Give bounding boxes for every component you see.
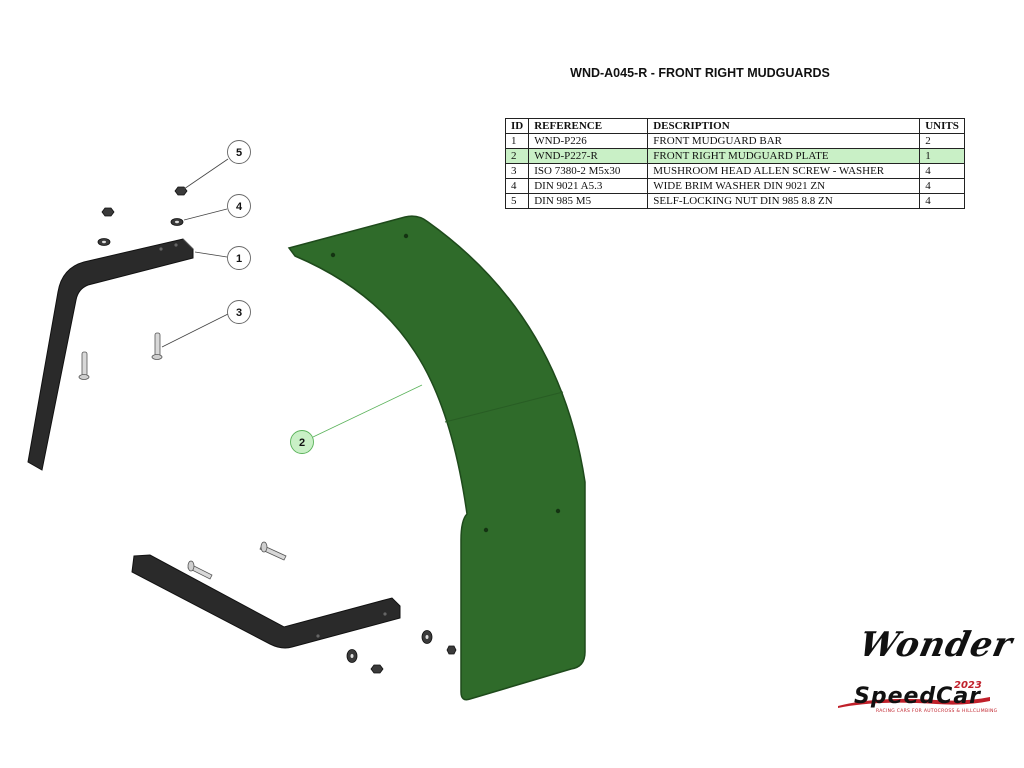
- wonder-logo: Wonder: [855, 625, 1017, 665]
- callout-2-highlighted: 2: [290, 430, 314, 454]
- row-units: 4: [919, 193, 965, 209]
- speedcar-year: 2023: [954, 680, 982, 691]
- speedcar-tagline: RACING CARS FOR AUTOCROSS & HILLCLIMBING: [876, 709, 998, 714]
- nut-left: [101, 207, 115, 217]
- table-header-row: ID REFERENCE DESCRIPTION UNITS: [504, 118, 965, 134]
- screw-lower-2: [187, 560, 213, 580]
- callout-5-label: 5: [236, 147, 242, 159]
- callout-3-label: 3: [236, 307, 242, 319]
- screw-left: [78, 351, 90, 380]
- nut-group: [101, 186, 457, 674]
- washer-group: [97, 218, 433, 663]
- washer-lower-2: [346, 649, 358, 663]
- row-units: 1: [919, 148, 965, 164]
- nut-lower-1: [446, 645, 457, 655]
- leader-line-1: [194, 251, 228, 258]
- washer-left: [97, 238, 111, 246]
- callout-1: 1: [227, 246, 251, 270]
- screw-lower-1: [259, 541, 287, 561]
- mudguard-bar-lower: [131, 554, 401, 649]
- callout-1-label: 1: [236, 253, 242, 265]
- callout-4: 4: [227, 194, 251, 218]
- callout-4-label: 4: [236, 201, 243, 213]
- callout-3: 3: [227, 300, 251, 324]
- speedcar-wordmark: SpeedCar: [854, 684, 982, 709]
- speedcar-swoosh-icon: [838, 697, 990, 708]
- callout-2-label: 2: [299, 437, 305, 449]
- mudguard-plate: [287, 215, 586, 701]
- row-units: 4: [919, 178, 965, 194]
- leader-line-4: [183, 208, 228, 221]
- row-description: FRONT MUDGUARD BAR: [647, 133, 921, 149]
- row-description: MUSHROOM HEAD ALLEN SCREW - WASHER: [647, 163, 921, 179]
- screw-group: [78, 332, 287, 580]
- row-description: SELF-LOCKING NUT DIN 985 8.8 ZN: [647, 193, 921, 209]
- washer-top: [170, 218, 184, 226]
- nut-lower-2: [370, 664, 384, 674]
- table-row: 5 DIN 985 M5 SELF-LOCKING NUT DIN 985 8.…: [504, 193, 965, 209]
- header-reference: REFERENCE: [528, 118, 649, 134]
- row-description: FRONT RIGHT MUDGUARD PLATE: [647, 148, 921, 164]
- mudguard-bar-upper: [27, 238, 194, 471]
- callout-5: 5: [227, 140, 251, 164]
- leader-line-3: [161, 313, 229, 348]
- parts-list-table: ID REFERENCE DESCRIPTION UNITS 1 WND-P22…: [504, 118, 965, 209]
- leader-line-5: [183, 158, 229, 190]
- table-row: 3 ISO 7380-2 M5x30 MUSHROOM HEAD ALLEN S…: [504, 163, 965, 179]
- drawing-title: WND-A045-R - FRONT RIGHT MUDGUARDS: [570, 66, 830, 80]
- row-id: 5: [504, 193, 530, 209]
- row-id: 4: [504, 178, 530, 194]
- leader-line-2: [312, 384, 423, 438]
- row-reference: WND-P227-R: [528, 148, 649, 164]
- screw-upper: [151, 332, 163, 360]
- speedcar-logo: SpeedCar 2023 RACING CARS FOR AUTOCROSS …: [836, 680, 998, 720]
- header-id: ID: [504, 118, 530, 134]
- leader-lines: [161, 158, 423, 438]
- washer-lower-1: [421, 630, 433, 644]
